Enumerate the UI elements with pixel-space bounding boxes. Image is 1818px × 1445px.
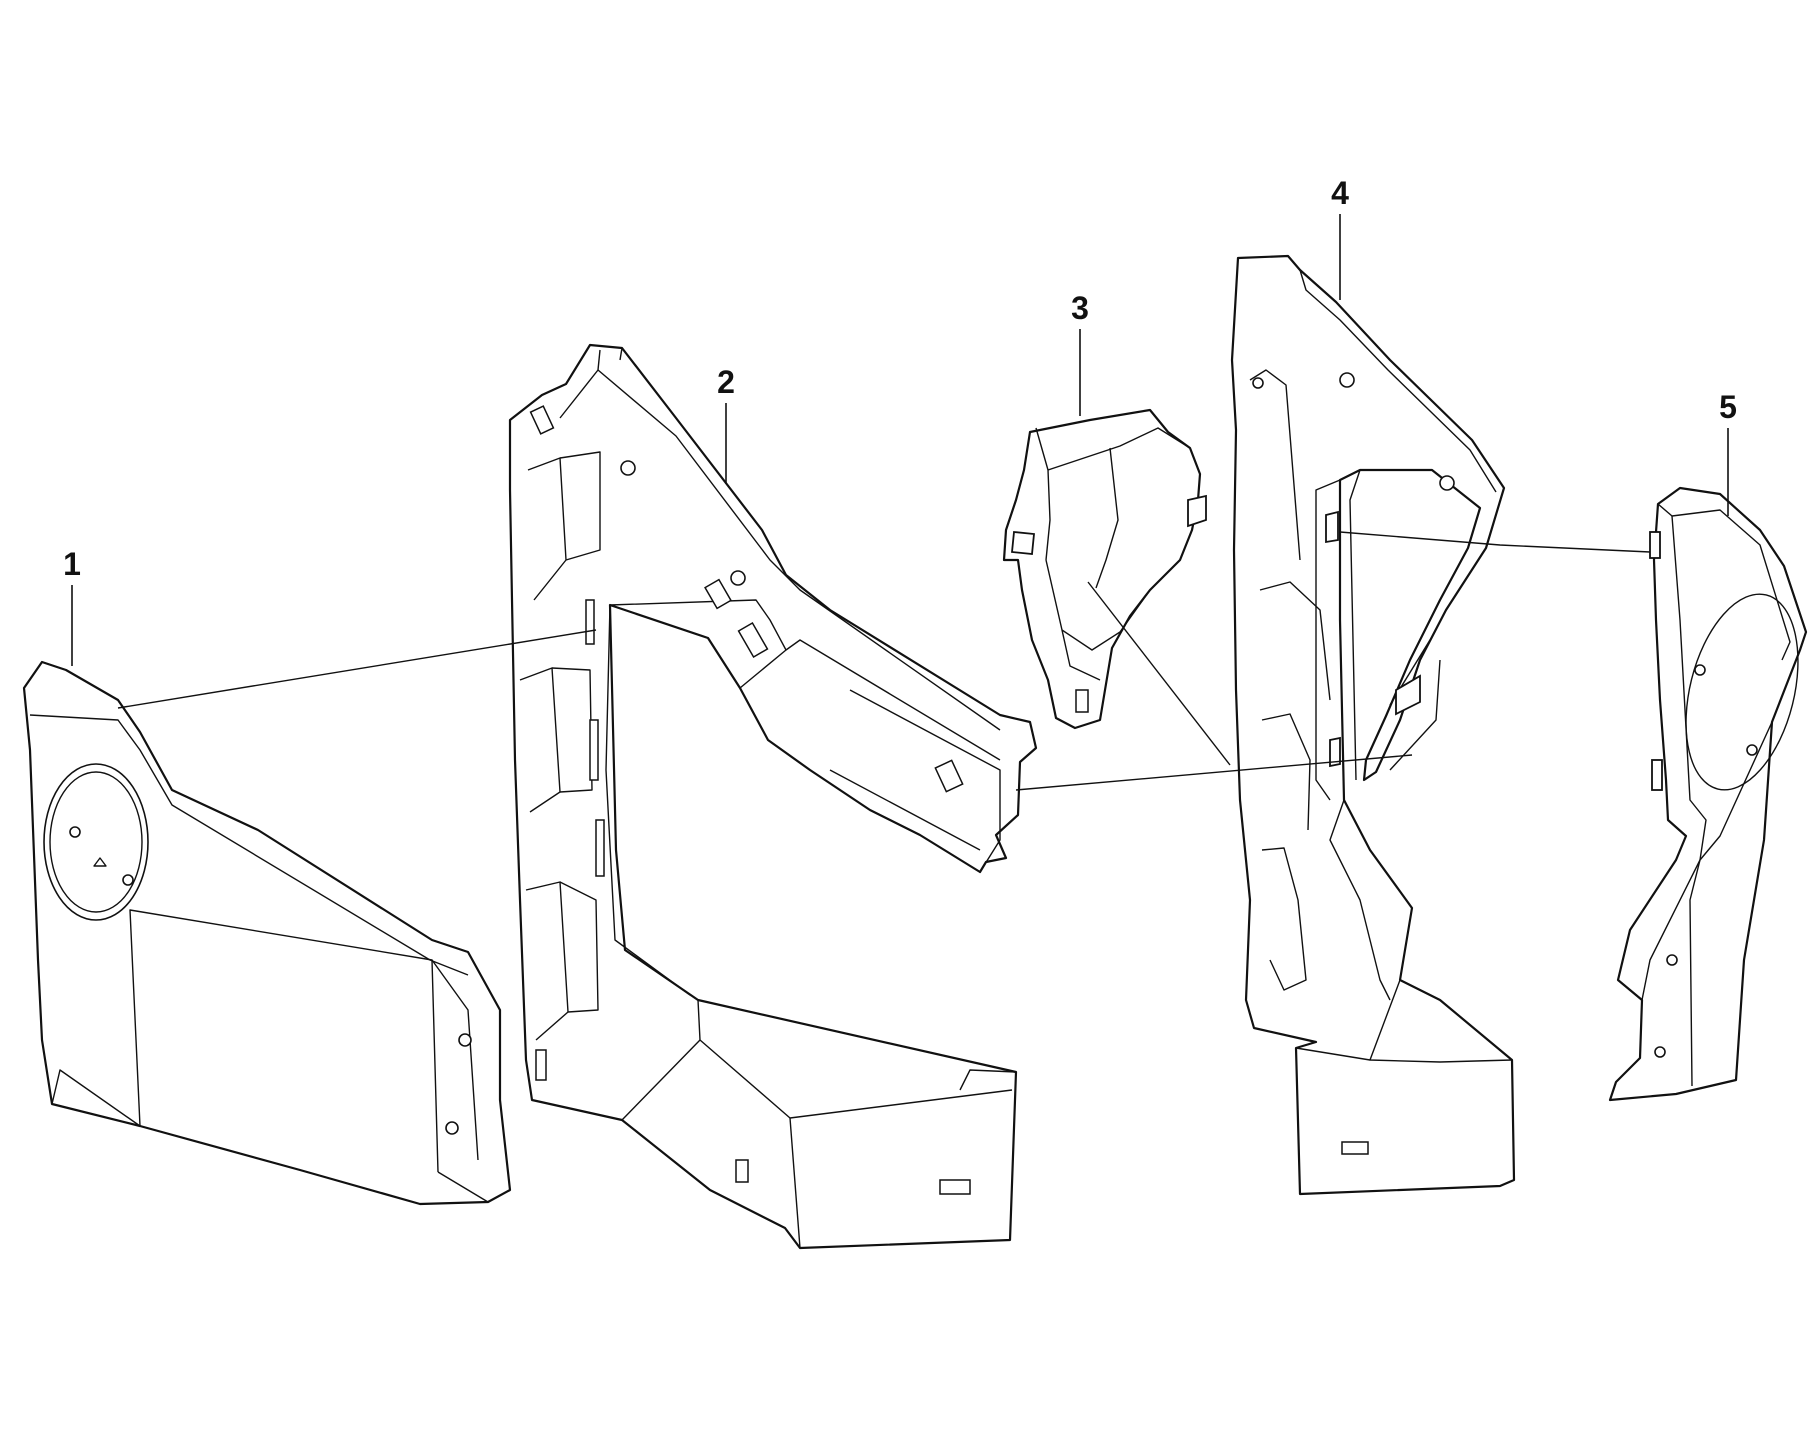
part-2-frame-panel	[508, 343, 1038, 1250]
callout-3-label: 3	[1071, 290, 1089, 326]
callout-labels: 1 2 3 4 5	[63, 175, 1737, 582]
callout-leaders	[71, 214, 1729, 666]
guide-line-part3-to-part4	[1087, 581, 1231, 766]
callout-4-label: 4	[1331, 175, 1349, 211]
part-1-left-speaker-panel	[22, 660, 512, 1206]
part-3-duct-bracket	[1002, 408, 1207, 730]
part-4-side-panel	[1230, 254, 1516, 1196]
callout-1-label: 1	[63, 546, 81, 582]
guide-line-part1-to-part2	[117, 629, 597, 709]
part-5-right-speaker-panel	[1608, 486, 1808, 1102]
callout-5-label: 5	[1719, 389, 1737, 425]
assembly-guide-lines	[117, 531, 1651, 791]
callout-2-label: 2	[717, 364, 735, 400]
guide-line-part4-to-part5	[1339, 531, 1651, 553]
guide-line-part2-to-part4	[1015, 754, 1413, 791]
